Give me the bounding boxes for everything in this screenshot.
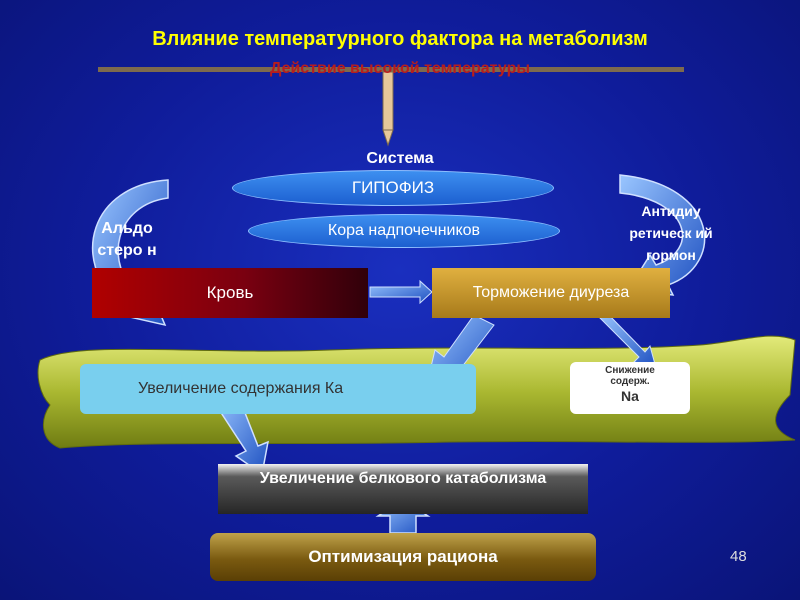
title-rule <box>98 67 684 72</box>
na-line-2: содерж. <box>610 376 650 387</box>
adh-label: Антидиу ретическ ий гормон <box>629 203 713 263</box>
page-number: 48 <box>730 548 747 565</box>
arrow-blood-to-diuresis-icon <box>369 279 433 305</box>
gipofiz-ellipse: ГИПОФИЗ <box>232 170 554 206</box>
na-line-3: Na <box>621 388 639 404</box>
arrow-diuresis-to-na-icon <box>599 311 657 369</box>
na-decrease-box: Снижение содерж. Na <box>570 362 690 414</box>
pin-shaft <box>382 71 394 131</box>
na-line-1: Снижение <box>605 365 655 376</box>
ration-optimization-box: Оптимизация рациона <box>210 533 596 581</box>
pin-arrow-icon <box>382 129 394 147</box>
slide-subtitle: Действие высокой температуры <box>269 60 531 77</box>
diuresis-box: Торможение диуреза <box>432 268 670 318</box>
system-label: Система <box>366 150 434 167</box>
blood-box: Кровь <box>92 268 368 318</box>
adrenal-cortex-ellipse: Кора надпочечников <box>248 214 560 248</box>
aldosterone-label: Альдо стеро н <box>97 220 157 259</box>
protein-catabolism-box: Увеличение белкового катаболизма <box>218 464 588 514</box>
slide-title: Влияние температурного фактора на метабо… <box>152 28 648 50</box>
curved-arrow-right-icon <box>619 174 706 296</box>
ka-increase-box: Увеличение содержания Ка <box>80 364 476 414</box>
